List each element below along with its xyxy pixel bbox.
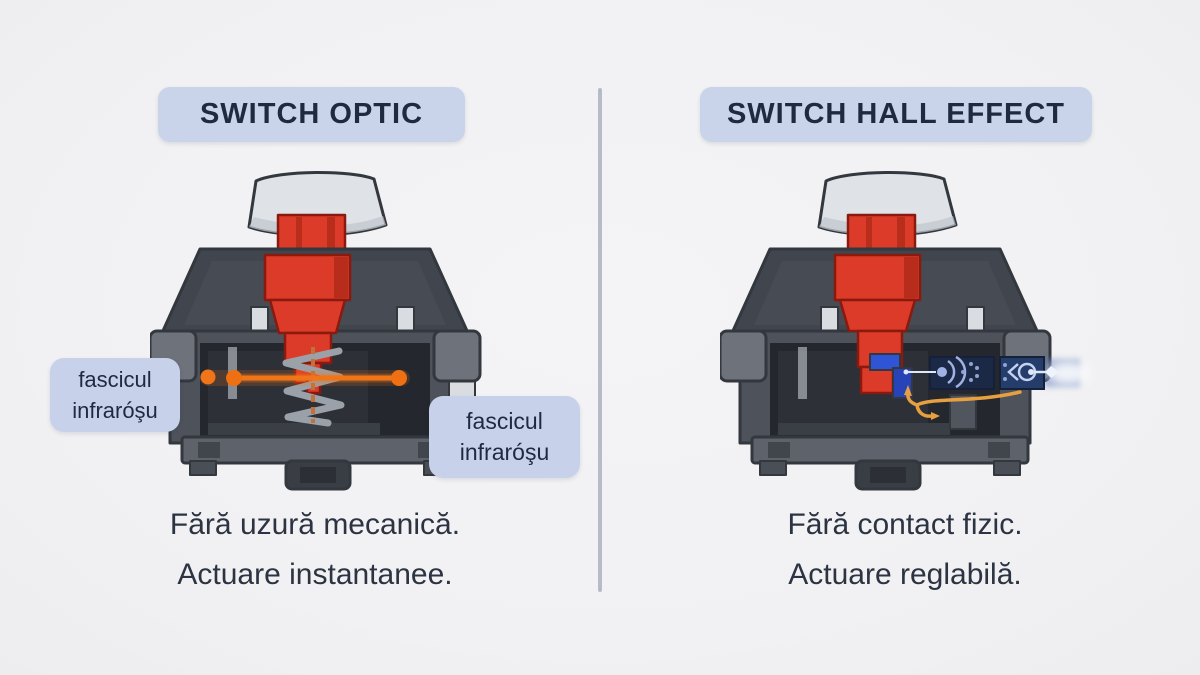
switch-stem [263, 253, 352, 395]
beam-endpoint-right [391, 370, 407, 386]
hall-switch-illustration [720, 171, 1088, 491]
signal-wire [904, 385, 1022, 420]
beam-emitter-dot [200, 369, 216, 385]
housing-shoulder-left [720, 329, 768, 383]
infrared-beam-label-right: fascicul infraróşu [429, 396, 580, 478]
infrared-beam-label-left: fascicul infraróşu [50, 358, 180, 432]
optical-caption-line1: Fără uzură mecanică. [169, 508, 461, 541]
panel-divider [598, 88, 602, 592]
hall-caption-line1: Fără contact fizic. [787, 508, 1023, 541]
hall-caption-line2: Actuare reglabilă. [788, 558, 1022, 591]
optical-caption-line2: Actuare instantanee. [177, 558, 453, 591]
optical-caption: Fără uzură mecanică. Actuare instantanee… [100, 500, 530, 600]
switch-base [750, 435, 1030, 491]
beam-endpoint-left [226, 370, 242, 386]
optical-switch-illustration [150, 171, 482, 491]
hall-panel-title: SWITCH HALL EFFECT [700, 87, 1092, 142]
infrared-beam [200, 369, 410, 386]
hall-sensor [903, 355, 1088, 390]
spring [282, 347, 345, 427]
optical-panel-title: SWITCH OPTIC [158, 87, 465, 142]
housing-shoulder-right [432, 329, 482, 383]
switch-base [180, 435, 460, 491]
hall-caption: Fără contact fizic. Actuare reglabilă. [690, 500, 1120, 600]
